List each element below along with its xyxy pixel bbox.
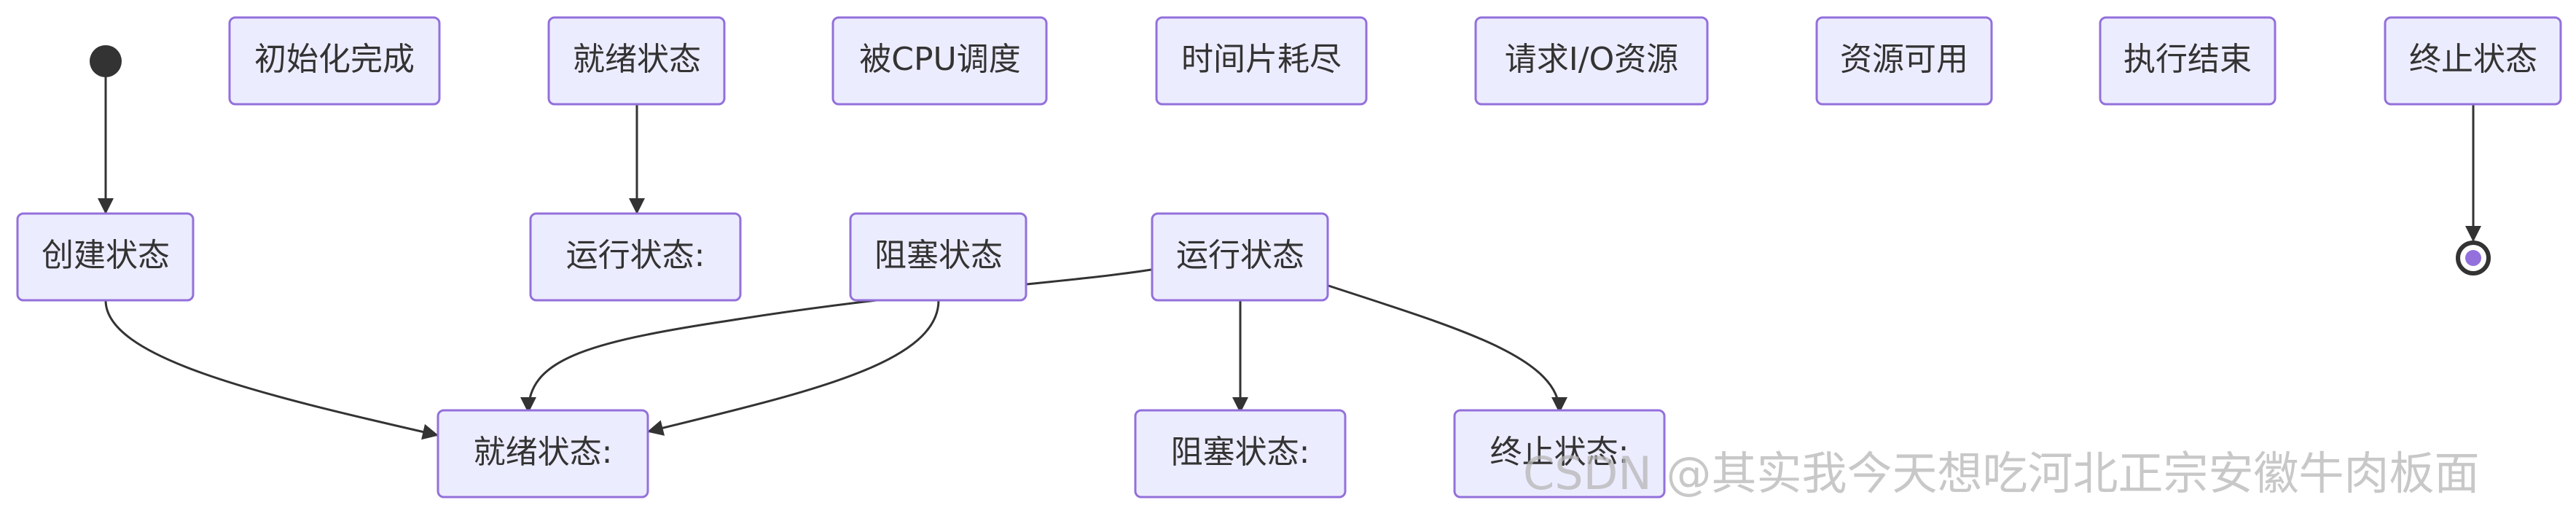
svg-text:阻塞状态:: 阻塞状态: (1171, 434, 1310, 471)
svg-text:运行状态:: 运行状态: (566, 237, 705, 274)
svg-text:被CPU调度: 被CPU调度 (859, 41, 1020, 78)
node-init-done: 初始化完成 (228, 16, 441, 106)
node-terminated-top: 终止状态 (2384, 16, 2562, 106)
svg-text:请求I/O资源: 请求I/O资源 (1505, 41, 1678, 78)
node-request-io: 请求I/O资源 (1474, 16, 1709, 106)
node-blocked-bottom: 阻塞状态: (1134, 409, 1347, 499)
edges (98, 77, 2481, 440)
edge-running-to-ready (520, 268, 1152, 413)
svg-text:阻塞状态: 阻塞状态 (874, 237, 1003, 274)
edge-blocked-to-ready (647, 300, 940, 436)
csdn-watermark: CSDN @其实我今天想吃河北正宗安徽牛肉板面 (1523, 447, 2479, 500)
node-terminated-bottom: 终止状态: (1453, 409, 1666, 499)
svg-text:创建状态: 创建状态 (42, 237, 170, 274)
svg-text:就绪状态:: 就绪状态: (474, 434, 613, 471)
node-blocked-mid: 阻塞状态 (849, 212, 1027, 302)
node-time-slice-expired: 时间片耗尽 (1155, 16, 1368, 106)
end-state-marker (2456, 241, 2491, 275)
node-ready-bottom: 就绪状态: (436, 409, 649, 499)
node-resource-available: 资源可用 (1815, 16, 1993, 106)
svg-text:就绪状态: 就绪状态 (573, 41, 701, 78)
svg-text:运行状态: 运行状态 (1176, 237, 1304, 274)
node-cpu-scheduled: 被CPU调度 (831, 16, 1048, 106)
start-state-dot (90, 45, 122, 77)
node-running-mid: 运行状态 (1151, 212, 1329, 302)
svg-text:终止状态: 终止状态 (2409, 41, 2537, 78)
edge-create-to-ready (104, 300, 439, 440)
svg-text:资源可用: 资源可用 (1840, 41, 1968, 78)
node-create: 创建状态 (16, 212, 195, 302)
svg-text:初始化完成: 初始化完成 (254, 41, 415, 78)
node-running-colon: 运行状态: (529, 212, 742, 302)
svg-text:终止状态:: 终止状态: (1490, 434, 1629, 471)
svg-text:执行结束: 执行结束 (2123, 41, 2252, 78)
node-ready-top: 就绪状态 (547, 16, 726, 106)
edge-running-to-term (1328, 284, 1567, 413)
node-execution-finished: 执行结束 (2099, 16, 2276, 106)
svg-text:时间片耗尽: 时间片耗尽 (1181, 41, 1342, 78)
